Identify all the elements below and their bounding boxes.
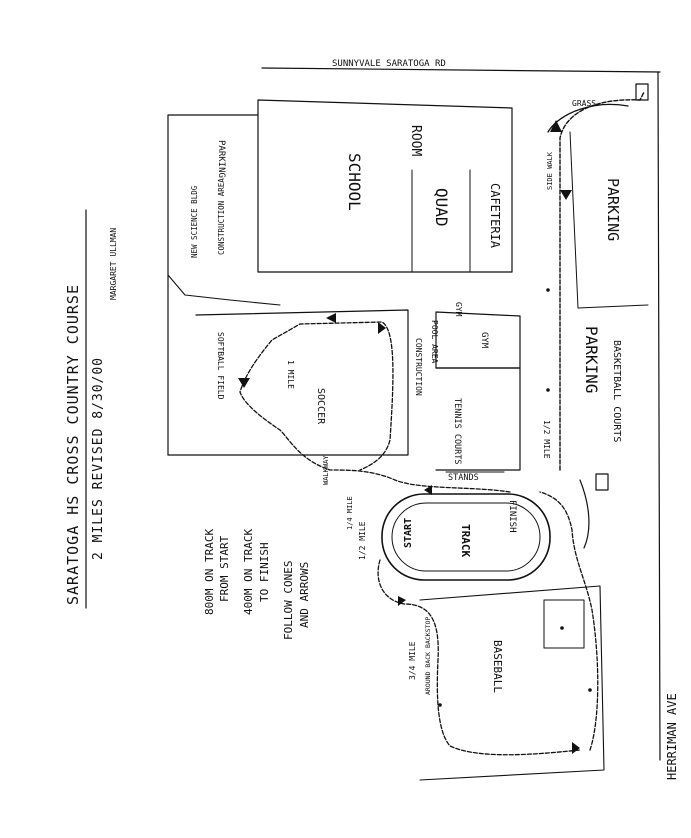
baseball-field [419,585,605,781]
label-trail-note: AROUND BACK BACKSTOP [424,617,432,695]
label-half-mile: 1/2 MILE [542,420,551,459]
label-parking-top: PARKING [216,140,226,178]
pool-gym-building [435,311,521,369]
instructions: 800M ON TRACK FROM START 400M ON TRACK T… [203,529,311,640]
label-quarter-mile: 1/4 MILE [346,496,354,530]
arrow-icon-4 [378,322,386,334]
buildings: NEW SCIENCE BLDG CONSTRUCTION AREA PARKI… [167,99,649,781]
label-grass: GRASS [572,99,596,108]
road-top-line [261,67,661,73]
label-side-walk: SIDE WALK [546,151,554,190]
cone-marker-2 [546,388,550,392]
label-gym-small: GYM [454,302,463,317]
route-path-main [559,91,645,471]
label-soccer: SOCCER [315,388,326,425]
instruction-3a: FOLLOW CONES [282,561,295,640]
label-half-mile-2: 1/2 MILE [358,521,367,560]
label-cafeteria: CAFETERIA [488,183,502,249]
route-path-back [539,491,599,751]
cone-marker-4 [438,703,442,707]
route-path-soccer [239,321,511,493]
label-room: ROOM [408,125,423,156]
map-author: MARGARET ULLMAN [109,228,118,300]
school-building [257,99,513,273]
cone-marker-1 [546,288,550,292]
route-path-grass [547,103,629,133]
label-parking-right: PARKING [604,178,622,241]
route-path-loop-right [579,479,590,549]
label-quad: QUAD [432,188,451,227]
title-block: SARATOGA HS CROSS COUNTRY COURSE 2 MILES… [64,209,118,609]
label-tennis: TENNIS COURTS [452,398,462,465]
stop-sign-icon-mid [595,473,609,491]
label-basketball: BASKETBALL COURTS [611,340,622,442]
campus-outline [167,114,259,456]
label-pool: POOL AREA [430,320,439,364]
label-new-building: NEW SCIENCE BLDG [190,185,199,258]
label-walkway: WALKWAY [322,455,330,485]
instruction-2b: TO FINISH [258,542,271,602]
road-top-label: SUNNYVALE SARATOGA RD [332,59,446,69]
cone-marker-3 [588,688,592,692]
instruction-3b: AND ARROWS [298,562,311,628]
map-title: SARATOGA HS CROSS COUNTRY COURSE [64,284,82,605]
label-track: TRACK [459,524,472,557]
stop-sign-icon-top [635,83,649,101]
arrow-icon-2 [560,190,572,200]
track-inner [391,502,541,572]
label-softball: SOFTBALL FIELD [216,332,225,400]
label-start: START [403,518,414,548]
label-construction-2: CONSTRUCTION [414,338,423,396]
instruction-1a: 800M ON TRACK [203,529,216,615]
arrow-icon-8 [398,596,406,606]
roads: SUNNYVALE SARATOGA RD HERRIMAN AVE [261,59,679,780]
route-path-track-to-baseball [377,559,581,756]
baseball-backstop [543,599,585,649]
label-finish: FINISH [507,500,517,533]
label-school: SCHOOL [345,153,364,211]
label-gym: GYM [479,332,489,349]
arrow-icon-3 [326,313,336,323]
label-construction-area: CONSTRUCTION AREA [217,178,226,255]
label-mile-1: 1 MILE [286,360,295,389]
label-parking-mid: PARKING [582,326,601,393]
arrow-icon-1 [550,120,562,132]
label-stands: STANDS [448,473,479,483]
arrow-icon-5 [238,378,250,388]
soccer-enclosure [167,309,409,456]
course-markers: START FINISH GRASS 1 MILE 1/2 MILE 1/2 M… [238,83,649,754]
arrow-icon-7 [572,742,580,754]
label-three-quarter-mile: 3/4 MILE [408,641,417,680]
instruction-1b: FROM START [218,535,231,602]
label-baseball: BASEBALL [491,640,504,693]
course-route [239,91,645,756]
instruction-2a: 400M ON TRACK [242,529,255,615]
road-right-label: HERRIMAN AVE [665,693,679,780]
track-oval [381,493,551,581]
parking-right-lot [569,131,649,309]
road-right-line [657,71,661,761]
tennis-courts [435,367,521,471]
arrow-icon-6 [424,485,432,495]
new-building-boundary [167,274,281,306]
cone-marker-5 [560,626,564,630]
map-subtitle: 2 MILES REVISED 8/30/00 [91,357,106,560]
